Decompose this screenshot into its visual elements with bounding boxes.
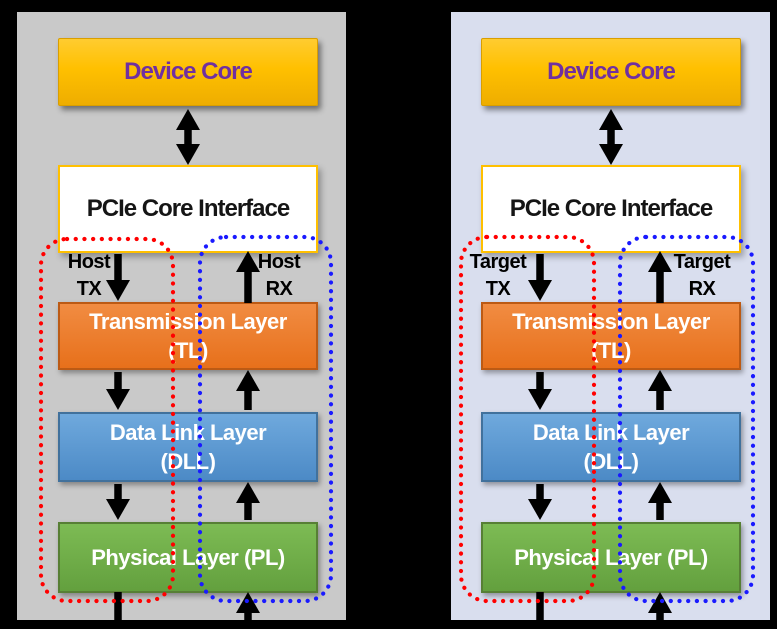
- target-panel: Device Core PCIe Core Interface Target T…: [451, 12, 770, 620]
- target-pcie-interface-box: PCIe Core Interface: [481, 165, 741, 253]
- target-transmission-layer-box: Transmission Layer (TL): [481, 302, 741, 370]
- host-data-link-layer-box: Data Link Layer (DLL): [58, 412, 318, 482]
- target-pcie-interface-label: PCIe Core Interface: [509, 195, 713, 222]
- target-tx-label: Target TX: [469, 251, 527, 300]
- target-physical-layer-box: Physical Layer (PL): [481, 522, 741, 593]
- host-physical-layer-box: Physical Layer (PL): [58, 522, 318, 593]
- host-pcie-interface-label: PCIe Core Interface: [86, 195, 290, 222]
- host-device-core-label: Device Core: [124, 58, 253, 85]
- host-transmission-layer-box: Transmission Layer (TL): [58, 302, 318, 370]
- host-device-core-box: Device Core: [58, 38, 318, 106]
- target-data-link-layer-box: Data Link Layer (DLL): [481, 412, 741, 482]
- host-rx-label: Host RX: [257, 251, 301, 300]
- target-device-core-box: Device Core: [481, 38, 741, 106]
- host-panel: Device Core PCIe Core Interface Host TX …: [17, 12, 346, 620]
- host-tx-label: Host TX: [67, 251, 111, 300]
- target-device-core-label: Device Core: [547, 58, 676, 85]
- host-pcie-interface-box: PCIe Core Interface: [58, 165, 318, 253]
- target-rx-label: Target RX: [673, 251, 731, 300]
